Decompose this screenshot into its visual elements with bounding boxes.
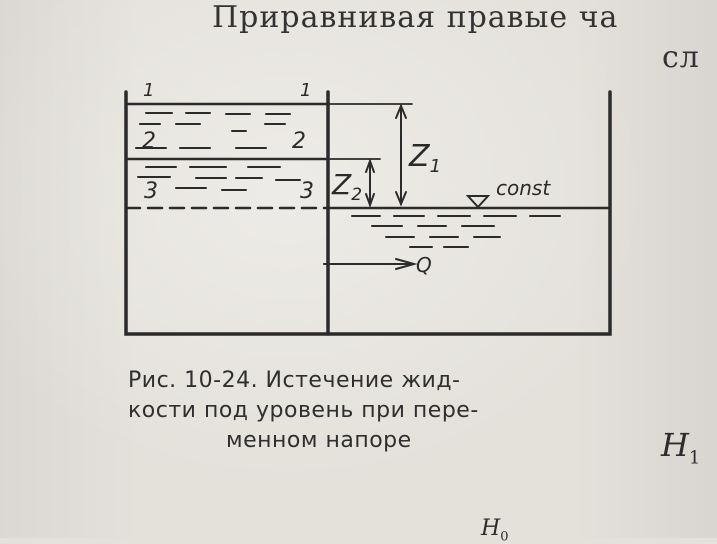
section-label-2-left: 2	[142, 129, 156, 154]
bottom-formula-subscript: 0	[500, 529, 509, 544]
caption-line-3: менном напоре	[226, 428, 412, 453]
margin-formula-subscript: 1	[688, 447, 701, 469]
section-label-2-right: 2	[292, 129, 306, 154]
margin-formula-symbol: H	[661, 426, 689, 464]
flow-label: Q	[416, 253, 432, 277]
bottom-formula-symbol: H	[481, 516, 501, 541]
z2-label: Z2	[331, 168, 362, 205]
figure-caption: Рис. 10-24. Истечение жид- кости под уро…	[128, 366, 608, 456]
caption-line-1: Рис. 10-24. Истечение жид-	[128, 368, 461, 393]
level-marker-triangle	[465, 195, 491, 209]
caption-line-2: кости под уровень при пере-	[128, 398, 479, 423]
z1-label: Z1	[408, 139, 441, 177]
tank-wall	[124, 90, 612, 336]
downstream-hatching	[351, 215, 561, 248]
section-label-3-left: 3	[144, 179, 158, 204]
section-label-1-right: 1	[300, 80, 311, 101]
bottom-formula: H0	[481, 516, 508, 544]
flow-arrow-head	[395, 258, 418, 270]
header-text: Приравнивая правые ча	[212, 0, 619, 35]
margin-formula: H1	[661, 426, 700, 468]
section-label-3-right: 3	[300, 179, 314, 204]
section-label-1-left: 1	[143, 80, 154, 101]
water-hatching	[135, 112, 301, 191]
const-label: const	[496, 176, 551, 200]
header-text-continued: сл	[662, 40, 700, 75]
